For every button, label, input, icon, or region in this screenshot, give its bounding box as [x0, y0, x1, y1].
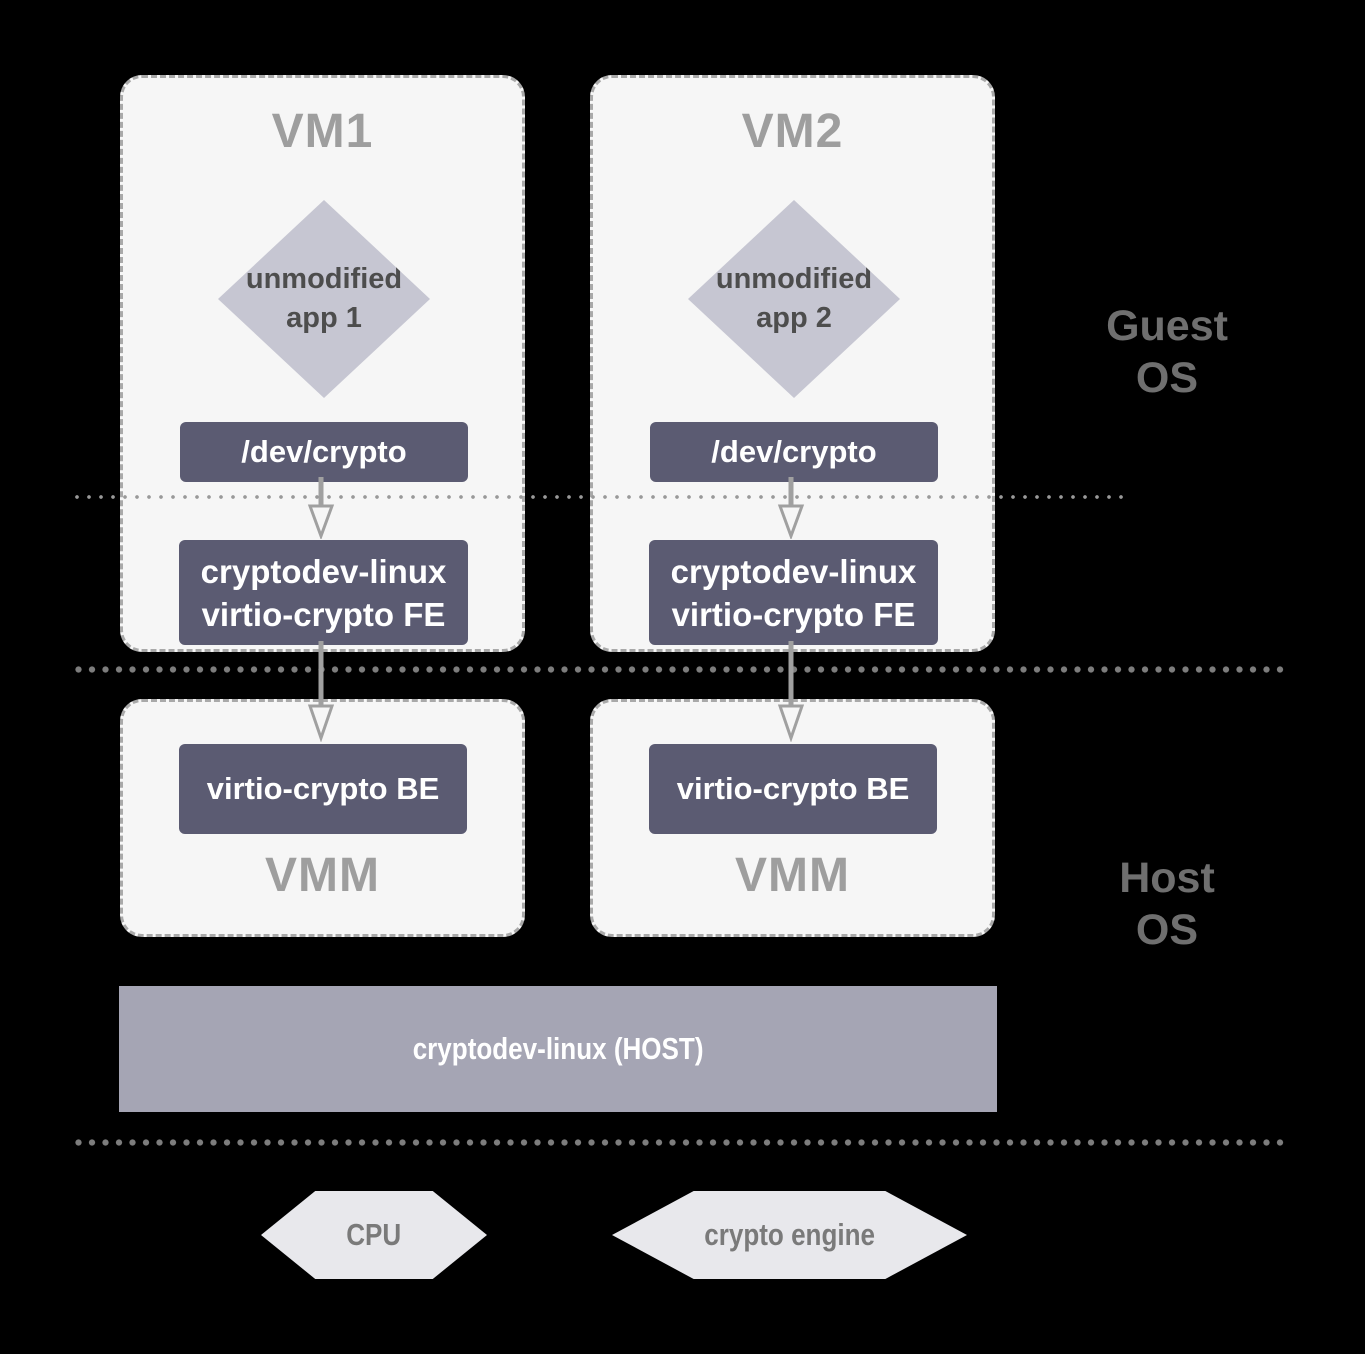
arrow-down-icon — [307, 641, 335, 742]
app1-label-line2: app 1 — [286, 302, 362, 334]
crypto-engine-label: crypto engine — [704, 1217, 875, 1252]
unmodified-app1-diamond: unmodified app 1 — [218, 200, 430, 398]
host-cryptodev-label: cryptodev-linux (HOST) — [412, 1031, 704, 1066]
guest-os-line1: Guest — [1106, 302, 1228, 350]
arrow-down-icon — [777, 641, 805, 742]
vm2-cryptodev-fe-box: cryptodev-linux virtio-crypto FE — [649, 540, 938, 645]
host-os-line1: Host — [1119, 854, 1215, 902]
vmm2-be-label: virtio-crypto BE — [676, 771, 910, 806]
vmm2-virtio-be-box: virtio-crypto BE — [649, 744, 937, 834]
app2-label-line2: app 2 — [756, 302, 832, 334]
vmm1-title: VMM — [265, 849, 380, 902]
vmm2-title: VMM — [735, 849, 850, 902]
host-os-line2: OS — [1135, 906, 1199, 954]
vm1-panel: VM1 unmodified app 1 /dev/crypto cryptod… — [120, 75, 525, 652]
guest-os-line2: OS — [1135, 354, 1199, 402]
cpu-label: CPU — [346, 1217, 402, 1252]
vm1-fe-label-line1: cryptodev-linux — [200, 552, 447, 590]
crypto-engine-hexagon: crypto engine — [612, 1191, 967, 1279]
vmm1-panel: virtio-crypto BE VMM — [120, 699, 525, 937]
vm1-dev-crypto-label: /dev/crypto — [241, 434, 407, 469]
vm1-title: VM1 — [271, 105, 374, 158]
vm1-fe-label-line2: virtio-crypto FE — [201, 595, 446, 633]
vm2-fe-label-line2: virtio-crypto FE — [671, 595, 916, 633]
host-cryptodev-bar: cryptodev-linux (HOST) — [119, 986, 997, 1112]
vm2-dev-crypto-label: /dev/crypto — [711, 434, 877, 469]
vm2-fe-label-line1: cryptodev-linux — [670, 552, 917, 590]
arrow-down-icon — [307, 477, 335, 539]
app1-label-line1: unmodified — [245, 263, 403, 295]
vmm1-virtio-be-box: virtio-crypto BE — [179, 744, 467, 834]
guest-os-label: Guest OS — [1062, 300, 1272, 404]
host-hardware-separator — [75, 1139, 1289, 1146]
vm1-cryptodev-fe-box: cryptodev-linux virtio-crypto FE — [179, 540, 468, 645]
vm2-title: VM2 — [741, 105, 844, 158]
unmodified-app2-diamond: unmodified app 2 — [688, 200, 900, 398]
vmm1-be-label: virtio-crypto BE — [206, 771, 440, 806]
guest-host-separator — [75, 666, 1289, 673]
guest-user-kernel-separator — [75, 495, 1125, 499]
app2-label-line1: unmodified — [715, 263, 873, 295]
vm1-dev-crypto-box: /dev/crypto — [180, 422, 468, 482]
vm2-panel: VM2 unmodified app 2 /dev/crypto cryptod… — [590, 75, 995, 652]
vm2-dev-crypto-box: /dev/crypto — [650, 422, 938, 482]
host-os-label: Host OS — [1062, 852, 1272, 956]
cpu-hexagon: CPU — [261, 1191, 487, 1279]
vmm2-panel: virtio-crypto BE VMM — [590, 699, 995, 937]
arrow-down-icon — [777, 477, 805, 539]
